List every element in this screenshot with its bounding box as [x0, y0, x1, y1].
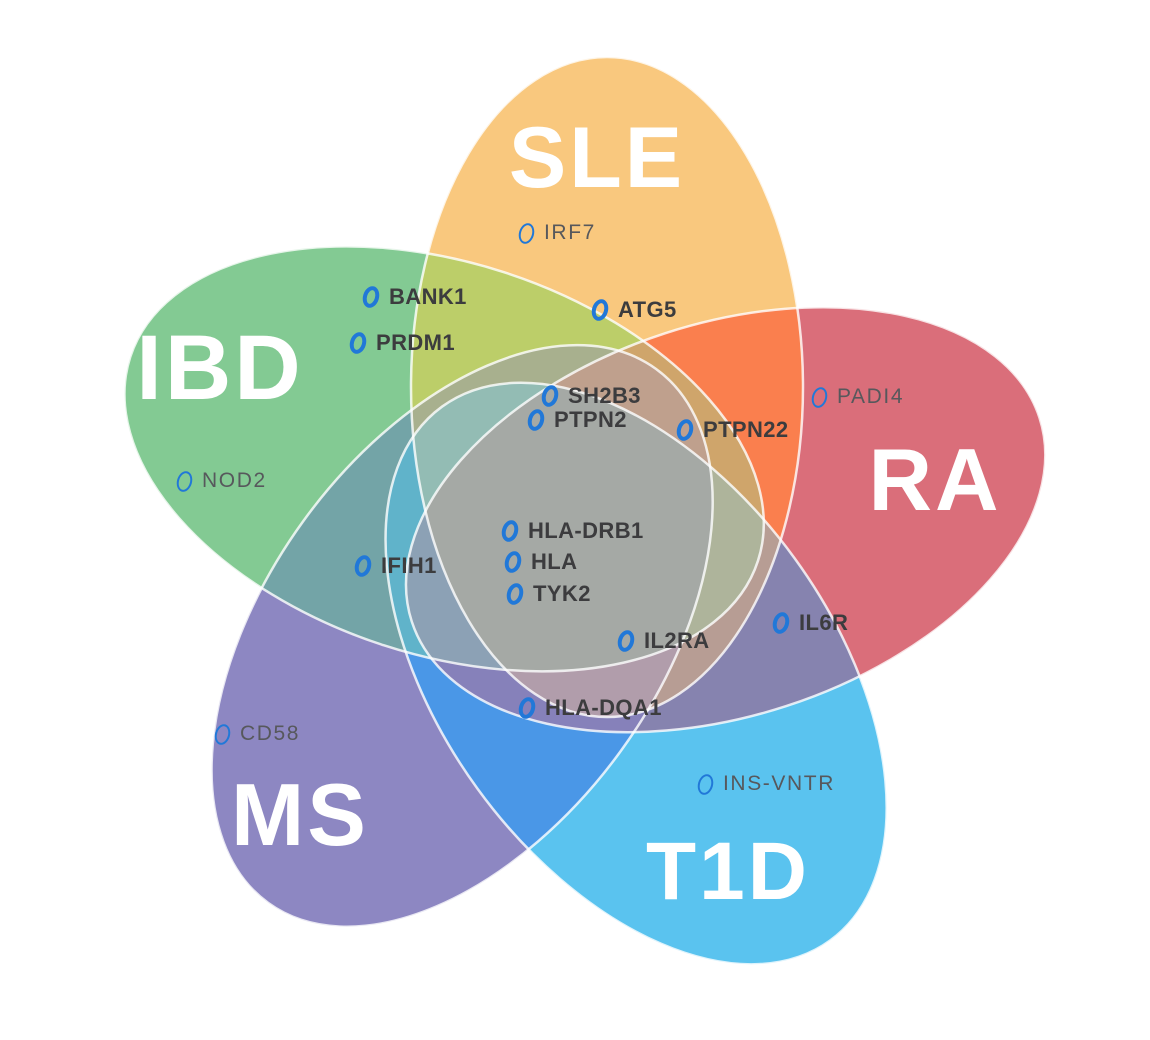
venn-ellipse-outline-ra [404, 305, 1047, 734]
venn-ellipse-outline-ms [210, 343, 714, 928]
venn-ellipse-outline-ibd [123, 245, 766, 673]
venn-ellipse-outline-t1d [384, 381, 888, 966]
venn-ellipse-outline-sle [409, 55, 805, 719]
